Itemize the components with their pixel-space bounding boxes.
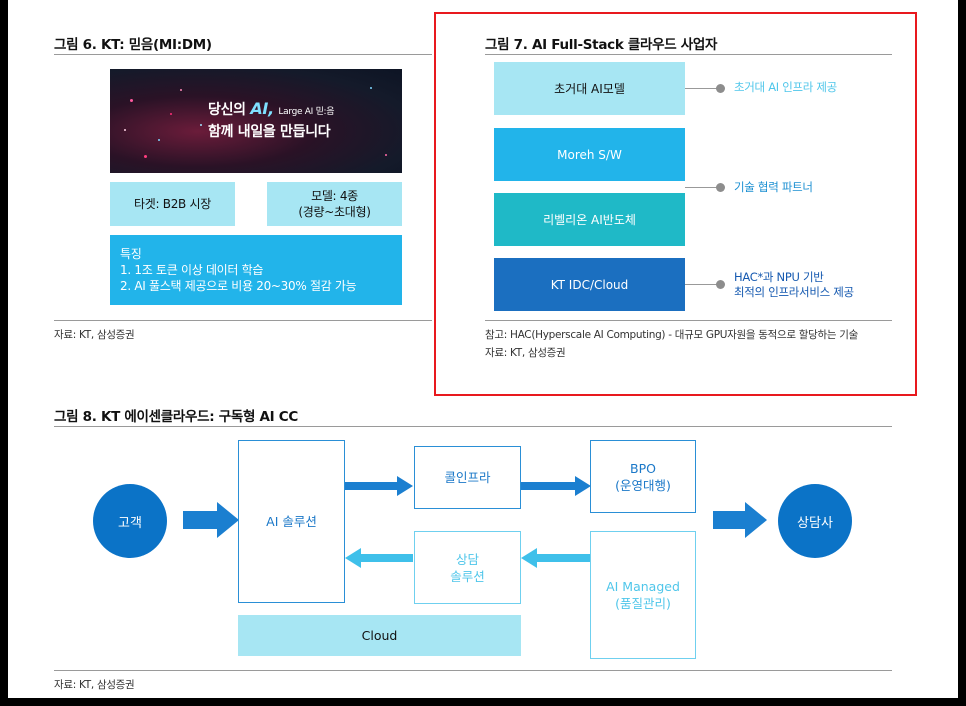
customer-label: 고객 xyxy=(118,515,142,531)
fig8-source: 자료: KT, 삼성증권 xyxy=(54,679,135,691)
connector-line-3 xyxy=(685,284,721,285)
bpo-label-line1: BPO xyxy=(630,460,656,476)
model-label-line1: 모델: 4종 xyxy=(311,189,358,203)
fig6-source: 자료: KT, 삼성증권 xyxy=(54,329,135,341)
arrow-solution-to-callinfra xyxy=(345,476,413,496)
layer-rebellions-chip-label: 리벨리온 AI반도체 xyxy=(543,212,636,227)
ai-managed-label-line2: (품질관리) xyxy=(615,596,671,611)
layer-ai-model-label: 초거대 AI모델 xyxy=(554,81,625,96)
model-box: 모델: 4종 (경량~초대형) xyxy=(267,182,402,226)
highlight-frame xyxy=(434,12,917,396)
fig7-footnote: 참고: HAC(Hyperscale AI Computing) - 대규모 G… xyxy=(485,329,858,341)
midm-banner-image: 당신의 AI, Large AI 믿:음 함께 내일을 만듭니다 xyxy=(110,69,402,173)
banner-ai-logo: AI, xyxy=(250,99,274,118)
ai-solution-label: AI 솔루션 xyxy=(266,514,317,529)
agent-label: 상담사 xyxy=(797,515,833,531)
target-label: 타겟: B2B 시장 xyxy=(134,197,211,211)
bpo-box: BPO (운영대행) xyxy=(590,440,696,513)
note-hac-npu: HAC*과 NPU 기반 최적의 인프라서비스 제공 xyxy=(734,270,854,300)
model-label-line2: (경량~초대형) xyxy=(298,205,371,219)
bpo-label-line2: (운영대행) xyxy=(615,477,671,493)
fig7-title-rule xyxy=(485,54,892,55)
target-box: 타겟: B2B 시장 xyxy=(110,182,235,226)
layer-ai-model: 초거대 AI모델 xyxy=(494,62,685,115)
fig8-title-rule xyxy=(54,426,892,427)
arrow-managed-to-counsel xyxy=(521,548,591,568)
counsel-label-line1: 상담 xyxy=(455,551,479,567)
fig8-title: 그림 8. KT 에이센클라우드: 구독형 AI CC xyxy=(54,409,299,425)
agent-node: 상담사 xyxy=(778,484,852,558)
fig7-title: 그림 7. AI Full-Stack 클라우드 사업자 xyxy=(485,37,718,53)
customer-node: 고객 xyxy=(93,484,167,558)
feature-item-1: 1. 1조 토큰 이상 데이터 학습 xyxy=(120,263,264,277)
layer-kt-idc-cloud: KT IDC/Cloud xyxy=(494,258,685,311)
counsel-label-line2: 솔루션 xyxy=(450,568,485,584)
note-tech-partner: 기술 협력 파트너 xyxy=(734,180,813,194)
layer-rebellions-chip: 리벨리온 AI반도체 xyxy=(494,193,685,246)
banner-text-line1: 당신의 xyxy=(208,102,246,118)
layer-moreh-sw: Moreh S/W xyxy=(494,128,685,181)
fig8-bottom-rule xyxy=(54,670,892,671)
cloud-bar: Cloud xyxy=(238,615,521,656)
arrow-callinfra-to-bpo xyxy=(521,476,591,496)
feature-item-2: 2. AI 풀스택 제공으로 비용 20~30% 절감 가능 xyxy=(120,279,357,293)
connector-dot-3 xyxy=(716,280,725,289)
report-page: 그림 6. KT: 믿음(MI:DM) 당신의 AI, Large AI 믿:음… xyxy=(8,0,958,698)
arrow-to-agent xyxy=(713,502,767,538)
layer-moreh-sw-label: Moreh S/W xyxy=(557,147,622,162)
note-hac-npu-line1: HAC*과 NPU 기반 xyxy=(734,270,824,284)
connector-dot-2 xyxy=(716,183,725,192)
call-infra-box: 콜인프라 xyxy=(414,446,521,509)
connector-line-1 xyxy=(685,88,721,89)
features-box: 특징 1. 1조 토큰 이상 데이터 학습 2. AI 풀스택 제공으로 비용 … xyxy=(110,235,402,305)
fig6-bottom-rule xyxy=(54,320,432,321)
layer-kt-idc-cloud-label: KT IDC/Cloud xyxy=(550,277,629,292)
banner-small-text: Large AI 믿:음 xyxy=(278,107,335,117)
connector-dot-1 xyxy=(716,84,725,93)
fig6-title: 그림 6. KT: 믿음(MI:DM) xyxy=(54,37,212,53)
connector-line-2 xyxy=(685,187,721,188)
counsel-solution-box: 상담 솔루션 xyxy=(414,531,521,604)
call-infra-label: 콜인프라 xyxy=(444,470,491,485)
banner-text-line2: 함께 내일을 만듭니다 xyxy=(208,124,331,140)
ai-managed-label-line1: AI Managed xyxy=(606,579,680,594)
note-ai-infra: 초거대 AI 인프라 제공 xyxy=(734,80,837,94)
arrow-customer-to-solution xyxy=(183,502,239,538)
fig6-title-rule xyxy=(54,54,432,55)
features-title: 특징 xyxy=(120,247,142,261)
note-hac-npu-line2: 최적의 인프라서비스 제공 xyxy=(734,285,854,299)
cloud-label: Cloud xyxy=(361,627,398,643)
fig7-bottom-rule xyxy=(485,320,892,321)
arrow-counsel-to-solution xyxy=(345,548,413,568)
fig7-source: 자료: KT, 삼성증권 xyxy=(485,347,566,359)
ai-managed-box: AI Managed (품질관리) xyxy=(590,531,696,659)
ai-solution-box: AI 솔루션 xyxy=(238,440,345,603)
